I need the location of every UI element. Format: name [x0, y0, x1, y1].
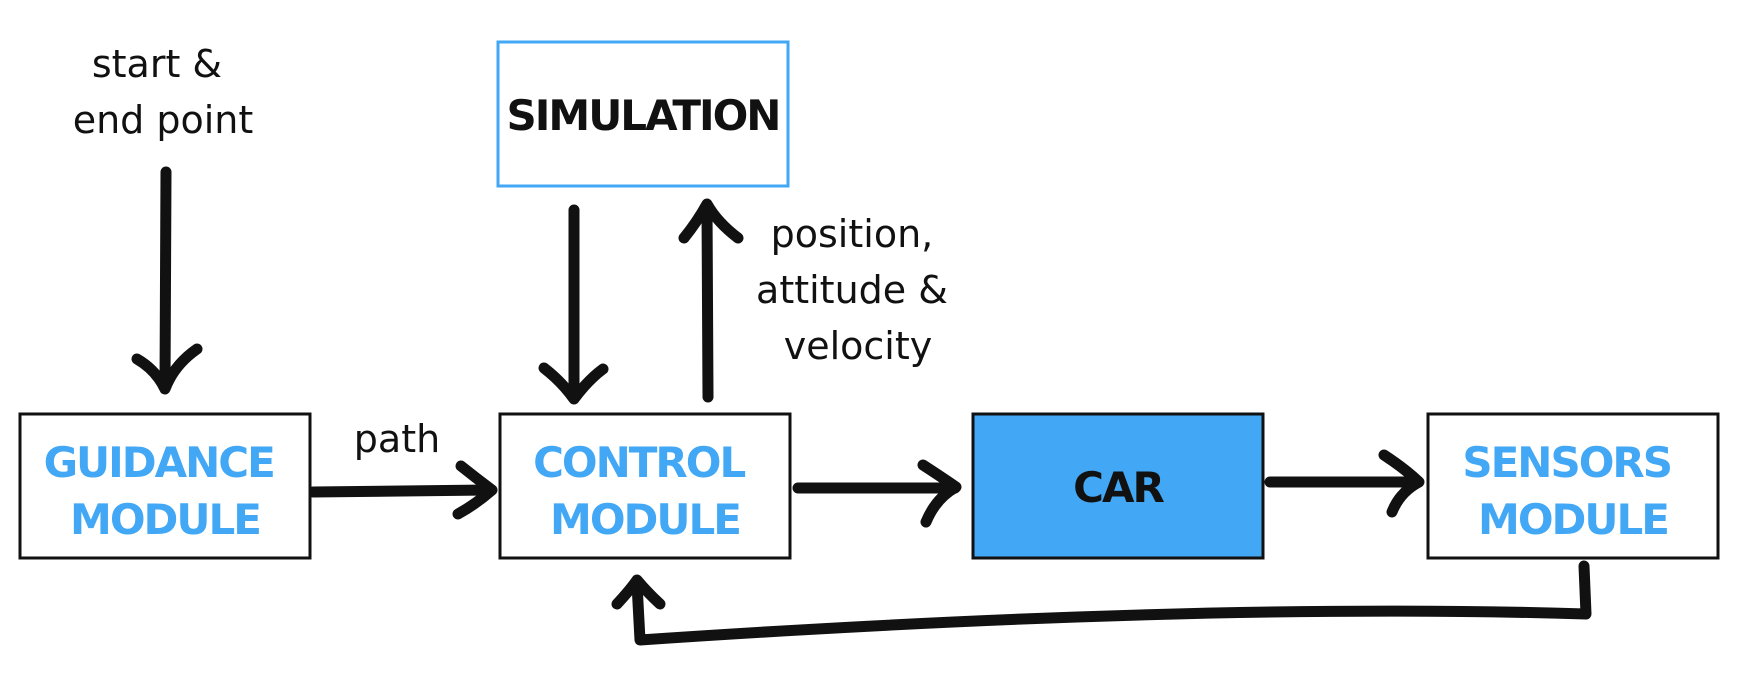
simulation-box: SIMULATION [496, 40, 790, 188]
control-module-box: CONTROL MODULE [498, 412, 792, 560]
state-line-2: attitude & [756, 268, 948, 312]
sensors-module-box: SENSORS MODULE [1426, 412, 1720, 560]
state-line-3: velocity [784, 324, 933, 368]
control-label-line-2: MODULE [550, 495, 740, 544]
arrow-control-to-simulation [678, 198, 744, 403]
arrow-guidance-to-control [307, 460, 498, 520]
path-line-1: path [354, 417, 440, 461]
arrow-input-to-guidance [131, 166, 203, 395]
guidance-label-line-1: GUIDANCE [44, 438, 274, 487]
guidance-module-box: GUIDANCE MODULE [18, 412, 312, 560]
start-end-line-2: end point [73, 98, 254, 142]
arrow-car-to-sensors [1264, 449, 1425, 518]
car-box: CAR [971, 412, 1265, 560]
path-label: path [354, 417, 440, 461]
simulation-label-line-1: SIMULATION [507, 91, 780, 140]
simulation-label: SIMULATION [507, 91, 780, 140]
position-attitude-velocity-label: position, attitude & velocity [756, 212, 960, 368]
start-end-line-1: start & [92, 42, 222, 86]
car-label-line-1: CAR [1073, 463, 1164, 512]
sensors-label-line-1: SENSORS [1462, 438, 1671, 487]
control-module-label: CONTROL MODULE [533, 438, 757, 544]
start-end-point-label: start & end point [73, 42, 254, 142]
sensors-module-label: SENSORS MODULE [1462, 438, 1683, 544]
sensors-label-line-2: MODULE [1478, 495, 1668, 544]
guidance-module-label: GUIDANCE MODULE [44, 438, 287, 544]
arrow-control-to-car [792, 459, 962, 528]
arrow-sensors-feedback-to-control [611, 560, 1592, 646]
arrow-simulation-to-control [538, 204, 609, 405]
guidance-label-line-2: MODULE [70, 495, 260, 544]
car-label: CAR [1073, 463, 1164, 512]
control-label-line-1: CONTROL [533, 438, 745, 487]
state-line-1: position, [771, 212, 934, 256]
